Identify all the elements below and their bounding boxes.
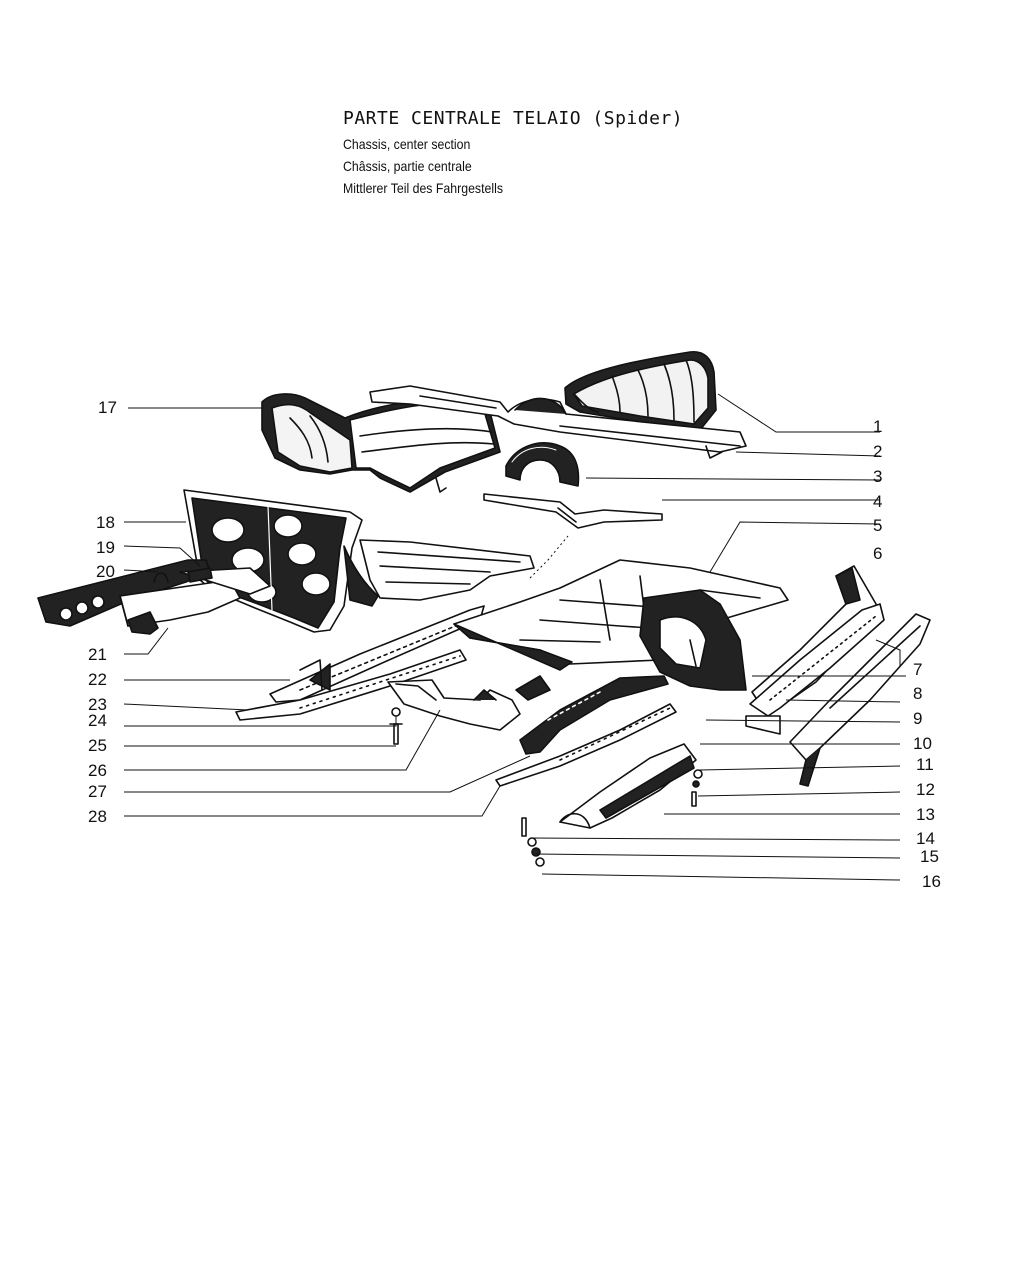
part-14-16-fasteners (521, 817, 545, 867)
callout-26: 26 (88, 761, 107, 780)
part-8-outer-sill (789, 613, 931, 787)
part-10-12-fasteners (691, 769, 703, 807)
callout-18: 18 (96, 513, 115, 532)
callout-13: 13 (916, 805, 935, 824)
callout-20: 20 (96, 562, 115, 581)
callout-12: 12 (916, 780, 935, 799)
part-24-nut (391, 707, 401, 717)
callout-19: 19 (96, 538, 115, 557)
front-floor-plate (343, 539, 535, 607)
callout-11: 11 (916, 755, 934, 774)
callout-23: 23 (88, 695, 107, 714)
callout-14: 14 (916, 829, 935, 848)
callout-6: 6 (873, 544, 882, 563)
part-27-side-rail (515, 675, 669, 755)
callout-28: 28 (88, 807, 107, 826)
callout-16: 16 (922, 872, 941, 891)
callout-8: 8 (913, 684, 922, 703)
part-2-longitudinal-member (369, 385, 747, 459)
part-6-rocker-panel (751, 565, 879, 705)
callout-7: 7 (913, 660, 922, 679)
callout-3: 3 (873, 467, 882, 486)
part-19-20-brackets (153, 567, 213, 583)
callout-2: 2 (873, 442, 882, 461)
part-3-arch-bracket (505, 442, 580, 487)
leader-lines (123, 393, 906, 881)
part-21-left-sill (37, 559, 271, 635)
part-13-sill-cover (559, 743, 697, 829)
part-23-reinforcing-strip (235, 649, 467, 721)
part-25-bolt (389, 723, 403, 745)
part-26-crossmember (387, 679, 521, 731)
callout-5: 5 (873, 516, 882, 535)
diagram-title: PARTE CENTRALE TELAIO (Spider) (343, 108, 684, 129)
part-22-side-rail (269, 605, 485, 703)
callout-22: 22 (88, 670, 107, 689)
callout-15: 15 (920, 847, 939, 866)
callout-17: 17 (98, 398, 117, 417)
subtitle-english: Chassis, center section (343, 136, 471, 152)
callout-27: 27 (88, 782, 107, 801)
part-4-cross-strap (483, 493, 663, 529)
part-28-reinforcing-strip (495, 703, 677, 787)
callout-25: 25 (88, 736, 107, 755)
part-17-tunnel-cover-front (261, 393, 501, 493)
part-1-tunnel-cover-rear (564, 350, 717, 431)
callout-24: 24 (88, 711, 107, 730)
central-floor-pan (453, 559, 789, 671)
callout-10: 10 (913, 734, 932, 753)
part-5-seat-box (639, 589, 747, 691)
callout-numbers: 1 2 3 4 5 6 7 8 9 10 11 12 13 14 15 16 1… (88, 398, 941, 891)
callout-4: 4 (873, 492, 882, 511)
subtitle-french: Châssis, partie centrale (343, 158, 472, 174)
callout-21: 21 (88, 645, 107, 664)
callout-1: 1 (873, 417, 882, 436)
callout-9: 9 (913, 709, 922, 728)
subtitle-german: Mittlerer Teil des Fahrgestells (343, 180, 503, 196)
